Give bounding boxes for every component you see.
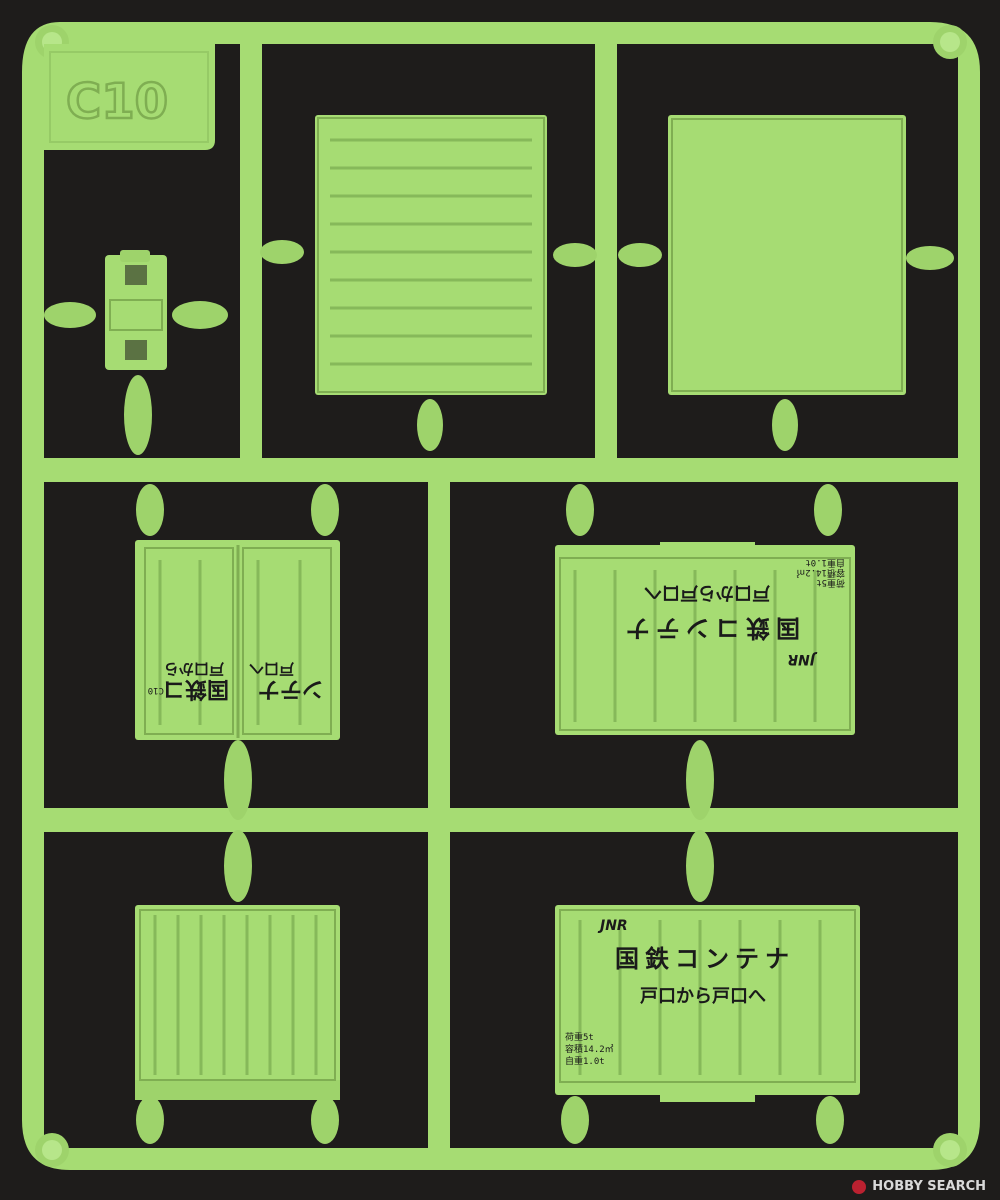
bracket-part xyxy=(105,250,167,370)
door-line-1-left: 戸口から xyxy=(164,660,224,678)
side-panel-lower: JNR 国鉄コンテナ 戸口から戸口へ 荷重5t 容積14.2㎥ 自重1.0t xyxy=(555,905,860,1102)
hobby-search-logo-icon xyxy=(852,1179,867,1194)
door-part: C10 戸口へ 戸口から ンテナ 国鉄コ xyxy=(135,540,340,740)
door-line-1-right: 戸口へ xyxy=(249,660,294,678)
side-upper-spec-2: 自重1.0t xyxy=(805,557,845,569)
floor-panel-flat xyxy=(668,115,906,395)
side-lower-logo: JNR xyxy=(597,918,628,934)
side-upper-logo: JNR xyxy=(787,651,818,667)
end-panel-ribbed xyxy=(135,905,340,1100)
door-code: C10 xyxy=(148,685,164,695)
side-lower-title: 国鉄コンテナ xyxy=(615,945,795,973)
door-line-0-left: 国鉄コ xyxy=(163,676,229,702)
sprue-frame xyxy=(22,22,980,1170)
side-lower-spec-2: 自重1.0t xyxy=(565,1055,605,1067)
side-lower-spec-1: 容積14.2㎥ xyxy=(565,1043,614,1055)
roof-panel-ribbed xyxy=(315,115,547,395)
side-lower-subtitle: 戸口から戸口へ xyxy=(640,986,766,1007)
sprue-label-tab: C10 xyxy=(44,44,215,150)
side-upper-subtitle: 戸口から戸口へ xyxy=(644,582,770,603)
sprue-label: C10 xyxy=(66,74,168,130)
sprue-gates xyxy=(44,240,954,1144)
side-panel-upper: JNR 国鉄コンテナ 戸口から戸口へ 荷重5t 容積14.2㎥ 自重1.0t xyxy=(555,542,855,735)
side-upper-title: 国鉄コンテナ xyxy=(620,614,800,642)
watermark-text: HOBBY SEARCH xyxy=(872,1179,986,1194)
watermark: HOBBY SEARCH xyxy=(852,1179,986,1194)
side-lower-spec-0: 荷重5t xyxy=(565,1031,594,1043)
door-line-0-right: ンテナ xyxy=(258,676,324,701)
side-upper-spec-0: 荷重5t xyxy=(816,577,845,589)
side-upper-spec-1: 容積14.2㎥ xyxy=(796,567,845,579)
